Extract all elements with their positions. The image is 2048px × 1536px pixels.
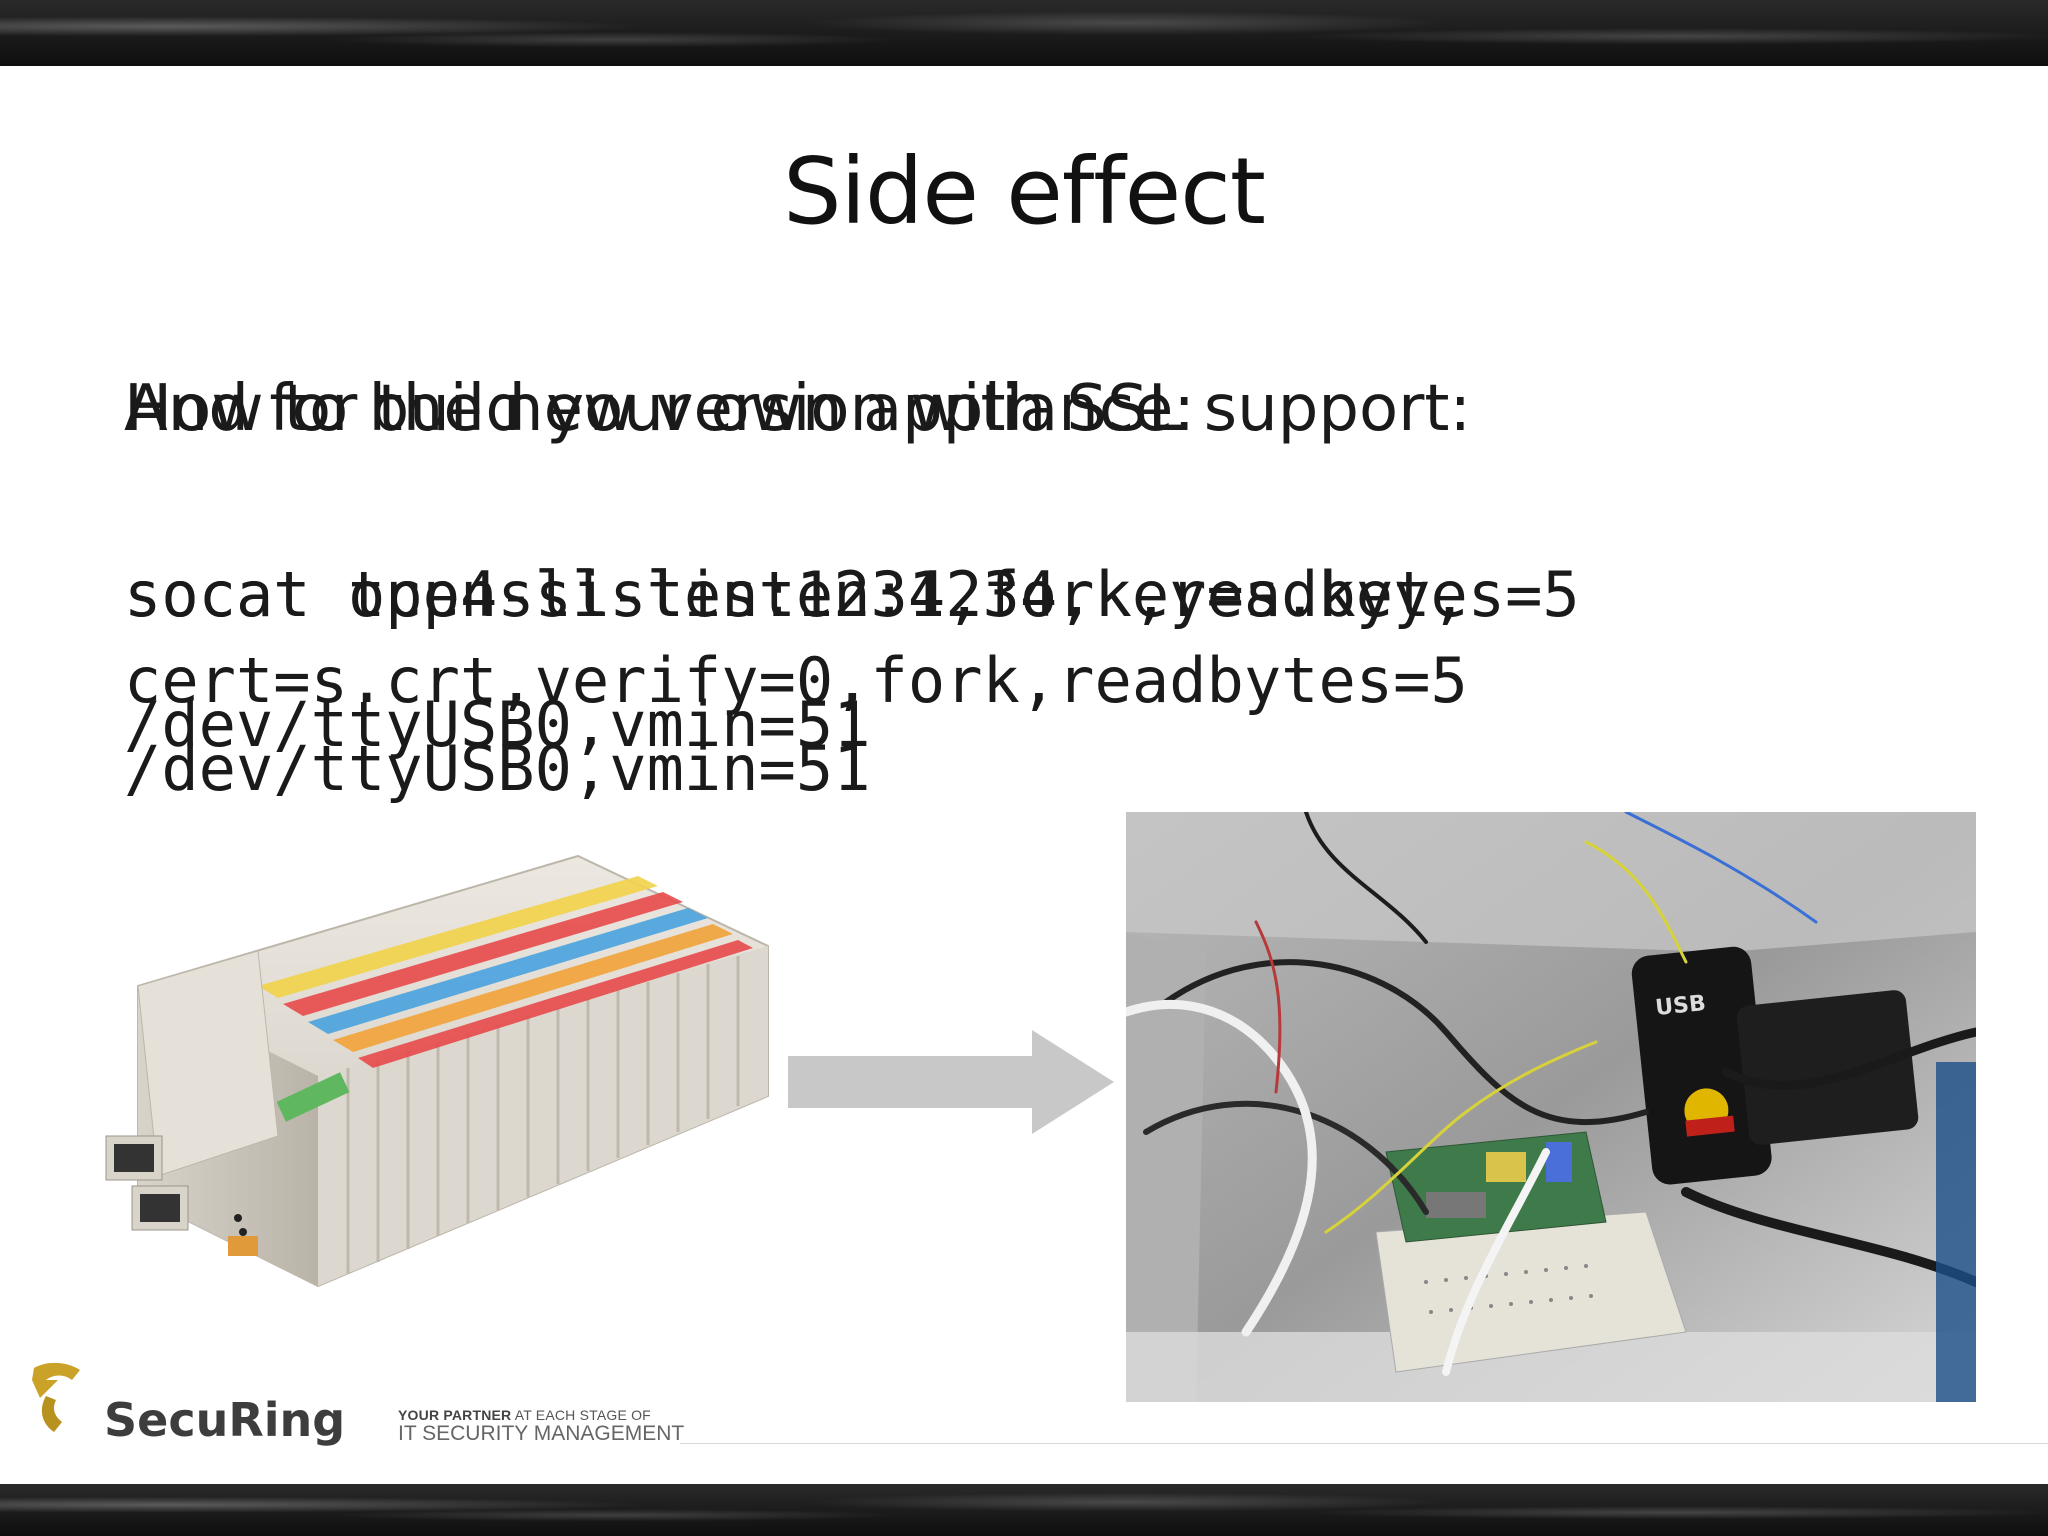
tagline-bold: YOUR PARTNER	[398, 1407, 512, 1423]
logo-text: SecuRing	[104, 1393, 345, 1447]
code-line-ssl-1: socat openssl-listen:1234,key=s.key,	[124, 558, 1468, 631]
heading-ssl-support: And for the new version with SSL support…	[124, 372, 1472, 446]
code-line-1: socat tcp4-listen:1234,fork,readbytes=5	[124, 558, 1580, 631]
securing-logo: SecuRing	[32, 1362, 345, 1447]
right-arrow-icon	[788, 1030, 1114, 1134]
code-line-2: /dev/ttyUSB0,vmin=51	[124, 688, 871, 761]
code-line-ssl-3: /dev/ttyUSB0,vmin=51	[124, 732, 871, 805]
plc-controller-image	[105, 854, 769, 1288]
raspberry-pi-setup-image: USB	[1126, 812, 1976, 1402]
slide-title: Side effect	[783, 138, 1266, 245]
footer-divider	[680, 1443, 2048, 1444]
tagline-line-2: IT SECURITY MANAGEMENT	[398, 1421, 685, 1445]
heading-build-appliance: How to build your own appliance:	[124, 372, 1195, 446]
top-decorative-band	[0, 0, 2048, 66]
tagline-rest: AT EACH STAGE OF	[511, 1407, 651, 1423]
bottom-decorative-band	[0, 1484, 2048, 1536]
code-line-ssl-2: cert=s.crt,verify=0,fork,readbytes=5	[124, 644, 1468, 717]
usb-label: USB	[1654, 991, 1707, 1021]
company-tagline: YOUR PARTNER AT EACH STAGE OF IT SECURIT…	[398, 1408, 684, 1445]
